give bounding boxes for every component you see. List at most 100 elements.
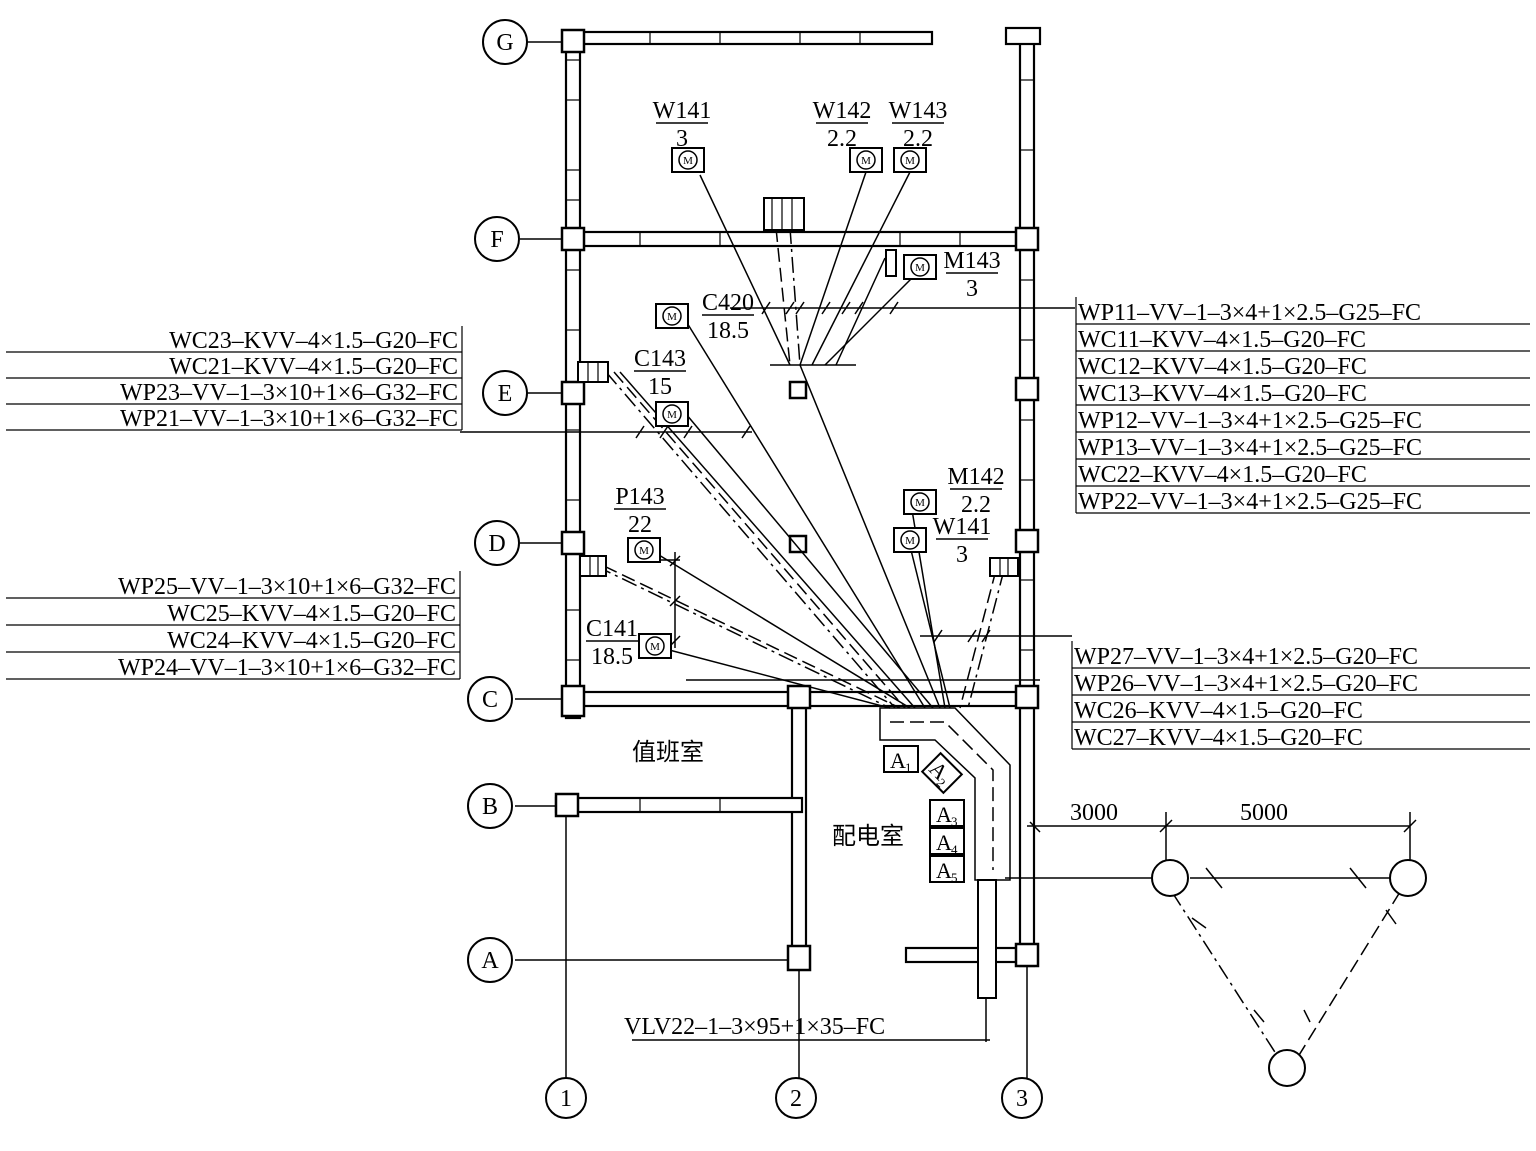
svg-text:WC25–KVV–4×1.5–G20–FC: WC25–KVV–4×1.5–G20–FC bbox=[167, 601, 456, 627]
terminal-box-d bbox=[579, 555, 607, 577]
axis-bubble-A: A bbox=[467, 937, 513, 983]
wall-axis-3 bbox=[1018, 36, 1036, 968]
svg-text:2: 2 bbox=[790, 1086, 802, 1112]
svg-text:C: C bbox=[482, 687, 498, 713]
motor-power-label: 3 bbox=[966, 276, 978, 302]
svg-text:D: D bbox=[488, 531, 505, 557]
wall-top-g bbox=[564, 30, 934, 46]
motor-power-label: 3 bbox=[676, 126, 688, 152]
motor-power-label: 18.5 bbox=[707, 318, 749, 344]
pole bbox=[1389, 859, 1427, 897]
svg-text:A: A bbox=[890, 748, 906, 773]
motor-id-label: C141 bbox=[586, 616, 638, 642]
main-cable-label: VLV22–1–3×95+1×35–FC bbox=[624, 1014, 990, 1041]
cable-label: WP12–VV–1–3×4+1×2.5–G25–FC bbox=[1076, 408, 1530, 434]
column bbox=[560, 684, 586, 718]
cable-label: WP25–VV–1–3×10+1×6–G32–FC bbox=[6, 574, 460, 600]
svg-text:M: M bbox=[905, 535, 915, 547]
svg-text:E: E bbox=[498, 381, 513, 407]
column bbox=[560, 380, 586, 406]
motor-power-label: 2.2 bbox=[961, 492, 991, 518]
svg-text:WC13–KVV–4×1.5–G20–FC: WC13–KVV–4×1.5–G20–FC bbox=[1078, 381, 1367, 407]
cable-label: WP26–VV–1–3×4+1×2.5–G20–FC bbox=[1072, 671, 1530, 697]
wall-axis-b bbox=[554, 796, 804, 814]
svg-text:WP26–VV–1–3×4+1×2.5–G20–FC: WP26–VV–1–3×4+1×2.5–G20–FC bbox=[1074, 671, 1418, 697]
panel-a1: A 1 bbox=[883, 745, 919, 775]
axis-bubble-2: 2 bbox=[775, 1077, 817, 1119]
svg-text:B: B bbox=[482, 794, 498, 820]
motor-power-label: 18.5 bbox=[591, 644, 633, 670]
svg-text:A: A bbox=[936, 858, 952, 883]
axis-bubble-F: F bbox=[474, 216, 520, 262]
column bbox=[788, 380, 808, 400]
svg-text:M: M bbox=[639, 545, 649, 557]
svg-text:1: 1 bbox=[560, 1086, 572, 1112]
panel-a4: A 4 bbox=[929, 827, 965, 857]
terminal-box-e bbox=[577, 361, 609, 383]
svg-text:F: F bbox=[490, 227, 503, 253]
cable-list-right-top: WP11–VV–1–3×4+1×2.5–G25–FCWC11–KVV–4×1.5… bbox=[1075, 297, 1530, 515]
wall-top-right-stub bbox=[1004, 26, 1042, 46]
wall-axis-f bbox=[564, 230, 1036, 248]
cable-list-left-bottom: WP25–VV–1–3×10+1×6–G32–FCWC25–KVV–4×1.5–… bbox=[6, 571, 461, 681]
svg-text:M: M bbox=[905, 155, 915, 167]
cable-label: WC13–KVV–4×1.5–G20–FC bbox=[1076, 381, 1530, 407]
cable-list-left-top: WC23–KVV–4×1.5–G20–FCWC21–KVV–4×1.5–G20–… bbox=[6, 326, 463, 432]
motor-id-label: W141 bbox=[933, 514, 992, 540]
motor-power-label: 15 bbox=[648, 374, 672, 400]
terminal-box-m143 bbox=[885, 249, 897, 277]
axis-bubble-E: E bbox=[482, 370, 528, 416]
svg-text:WC26–KVV–4×1.5–G20–FC: WC26–KVV–4×1.5–G20–FC bbox=[1074, 698, 1363, 724]
svg-text:WP27–VV–1–3×4+1×2.5–G20–FC: WP27–VV–1–3×4+1×2.5–G20–FC bbox=[1074, 644, 1418, 670]
structural-columns bbox=[554, 28, 1040, 972]
wall-bottom-stub bbox=[904, 946, 1022, 964]
cable-list-right-bottom: WP27–VV–1–3×4+1×2.5–G20–FCWP26–VV–1–3×4+… bbox=[1071, 641, 1530, 751]
svg-text:WP11–VV–1–3×4+1×2.5–G25–FC: WP11–VV–1–3×4+1×2.5–G25–FC bbox=[1078, 300, 1421, 326]
column bbox=[1014, 684, 1040, 710]
panel-a5: A 5 bbox=[929, 855, 965, 885]
svg-text:WC27–KVV–4×1.5–G20–FC: WC27–KVV–4×1.5–G20–FC bbox=[1074, 725, 1363, 751]
svg-text:4: 4 bbox=[951, 842, 958, 857]
svg-text:WP12–VV–1–3×4+1×2.5–G25–FC: WP12–VV–1–3×4+1×2.5–G25–FC bbox=[1078, 408, 1422, 434]
wall-details bbox=[566, 32, 1034, 812]
column bbox=[1014, 528, 1040, 554]
cable-label: WC25–KVV–4×1.5–G20–FC bbox=[6, 601, 460, 627]
column bbox=[786, 684, 812, 710]
svg-text:M: M bbox=[667, 311, 677, 323]
dimension-3000: 3000 bbox=[1070, 800, 1118, 826]
svg-text:M: M bbox=[915, 497, 925, 509]
cable-label: WC21–KVV–4×1.5–G20–FC bbox=[6, 354, 462, 380]
svg-text:WP22–VV–1–3×4+1×2.5–G25–FC: WP22–VV–1–3×4+1×2.5–G25–FC bbox=[1078, 489, 1422, 515]
wall-axis-2 bbox=[790, 690, 808, 964]
motor-id-label: C420 bbox=[702, 290, 754, 316]
svg-text:M: M bbox=[915, 262, 925, 274]
wiring bbox=[460, 171, 1075, 709]
svg-text:WP13–VV–1–3×4+1×2.5–G25–FC: WP13–VV–1–3×4+1×2.5–G25–FC bbox=[1078, 435, 1422, 461]
svg-text:5: 5 bbox=[951, 870, 958, 885]
svg-text:M: M bbox=[650, 641, 660, 653]
motor-id-label: C143 bbox=[634, 346, 686, 372]
svg-text:WP23–VV–1–3×10+1×6–G32–FC: WP23–VV–1–3×10+1×6–G32–FC bbox=[120, 380, 458, 406]
overhead-line-diagram: 3000 5000 bbox=[1027, 800, 1427, 1087]
svg-text:WC22–KVV–4×1.5–G20–FC: WC22–KVV–4×1.5–G20–FC bbox=[1078, 462, 1367, 488]
motor-id-label: W142 bbox=[813, 98, 872, 124]
svg-text:WC11–KVV–4×1.5–G20–FC: WC11–KVV–4×1.5–G20–FC bbox=[1078, 327, 1366, 353]
svg-text:WC21–KVV–4×1.5–G20–FC: WC21–KVV–4×1.5–G20–FC bbox=[169, 354, 458, 380]
motor-power-label: 2.2 bbox=[903, 126, 933, 152]
motor-id-label: M142 bbox=[947, 464, 1004, 490]
terminal-box-top bbox=[763, 197, 805, 231]
column bbox=[560, 226, 586, 252]
svg-text:1: 1 bbox=[905, 760, 912, 775]
axis-bubble-C: C bbox=[467, 676, 513, 722]
junction-boxes bbox=[577, 197, 1019, 577]
motor-id-label: W141 bbox=[653, 98, 712, 124]
